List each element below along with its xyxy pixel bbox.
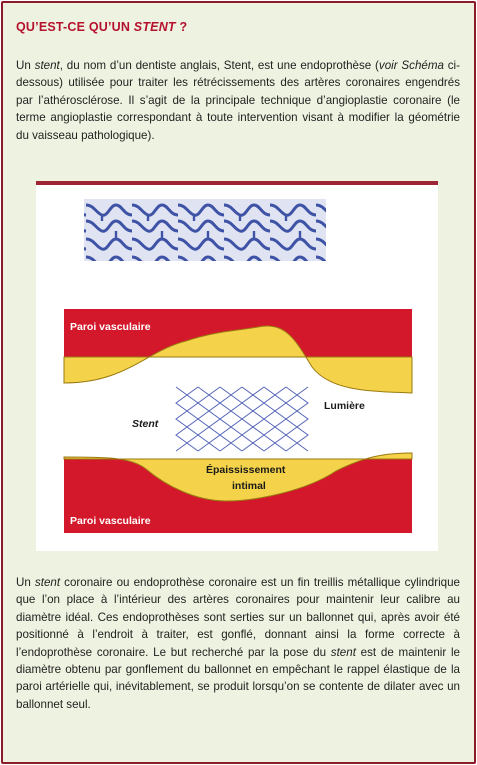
title-suffix: ?: [175, 20, 188, 34]
stent-diagram: Paroi vasculaire Paroi vasculaire Stent …: [63, 199, 413, 533]
intro-text-2: , du nom d’un dentiste anglais, Stent, e…: [59, 59, 379, 72]
body-text-2: coronaire ou endoprothèse coronaire est …: [16, 576, 460, 659]
lumen-label: Lumière: [324, 400, 365, 412]
intro-em-schema: voir Schéma: [378, 59, 444, 72]
figure-top-rule: [36, 181, 438, 185]
intro-em-stent: stent: [34, 59, 60, 72]
box-title: QU’EST-CE QU’UN STENT ?: [16, 20, 187, 34]
thickening-label-1: Épaississement: [206, 463, 286, 476]
intro-text-1: Un: [16, 59, 35, 72]
title-prefix: QU’EST-CE QU’UN: [16, 20, 134, 34]
intro-text-3: ci-dessous) utilisée pour traiter les ré…: [16, 59, 460, 142]
stent-photo: [84, 199, 326, 261]
body-paragraph: Un stent coronaire ou endoprothèse coron…: [16, 574, 460, 713]
body-em-stent-2: stent: [330, 645, 356, 659]
wall-bottom-label: Paroi vasculaire: [70, 515, 151, 527]
wall-top-label: Paroi vasculaire: [70, 321, 151, 333]
intro-paragraph: Un stent, du nom d’un dentiste anglais, …: [16, 57, 460, 144]
top-plaque: [63, 325, 413, 394]
bottom-plaque: [63, 452, 413, 502]
thickening-label-2: intimal: [232, 480, 266, 492]
body-text-3: est de maintenir le diamètre obtenu par …: [16, 645, 460, 711]
body-em-stent-1: stent: [34, 576, 61, 589]
stent-label: Stent: [132, 418, 159, 430]
stent-mesh: [175, 386, 309, 452]
stent-figure: Paroi vasculaire Paroi vasculaire Stent …: [36, 181, 438, 551]
body-text-1: Un: [16, 576, 35, 589]
title-stent: STENT: [133, 20, 176, 34]
